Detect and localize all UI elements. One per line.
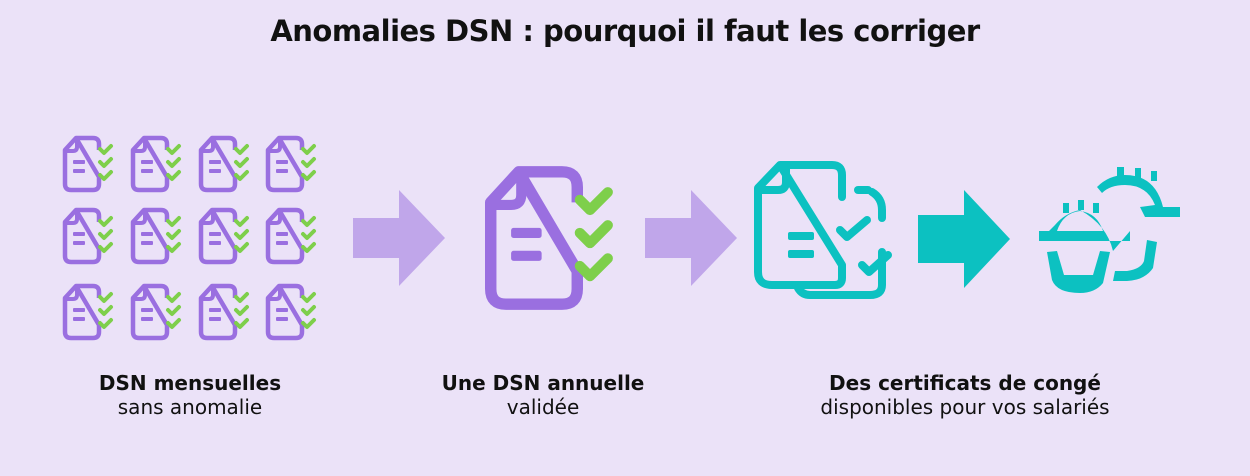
step-certificates-label: Des certificats de congé disponibles pou… <box>785 371 1145 419</box>
arrow-right-icon <box>353 190 445 286</box>
certificates-icon <box>754 161 892 299</box>
workers-helmet-icon <box>1039 167 1180 293</box>
page-title: Anomalies DSN : pourquoi il faut les cor… <box>270 14 980 48</box>
step-title: Une DSN annuelle <box>441 371 645 395</box>
document-check-icon <box>478 160 628 320</box>
step-annual-label: Une DSN annuelle validée <box>363 371 723 419</box>
step-title: Des certificats de congé <box>829 371 1101 395</box>
step-monthly-label: DSN mensuelles sans anomalie <box>10 371 370 419</box>
document-check-grid-icon <box>60 130 350 350</box>
step-title: DSN mensuelles <box>98 371 282 395</box>
arrow-right-icon <box>918 190 1010 288</box>
step-subtitle: disponibles pour vos salariés <box>820 395 1110 419</box>
step-subtitle: sans anomalie <box>117 395 263 419</box>
step-subtitle: validée <box>506 395 580 419</box>
arrow-right-icon <box>645 190 737 286</box>
